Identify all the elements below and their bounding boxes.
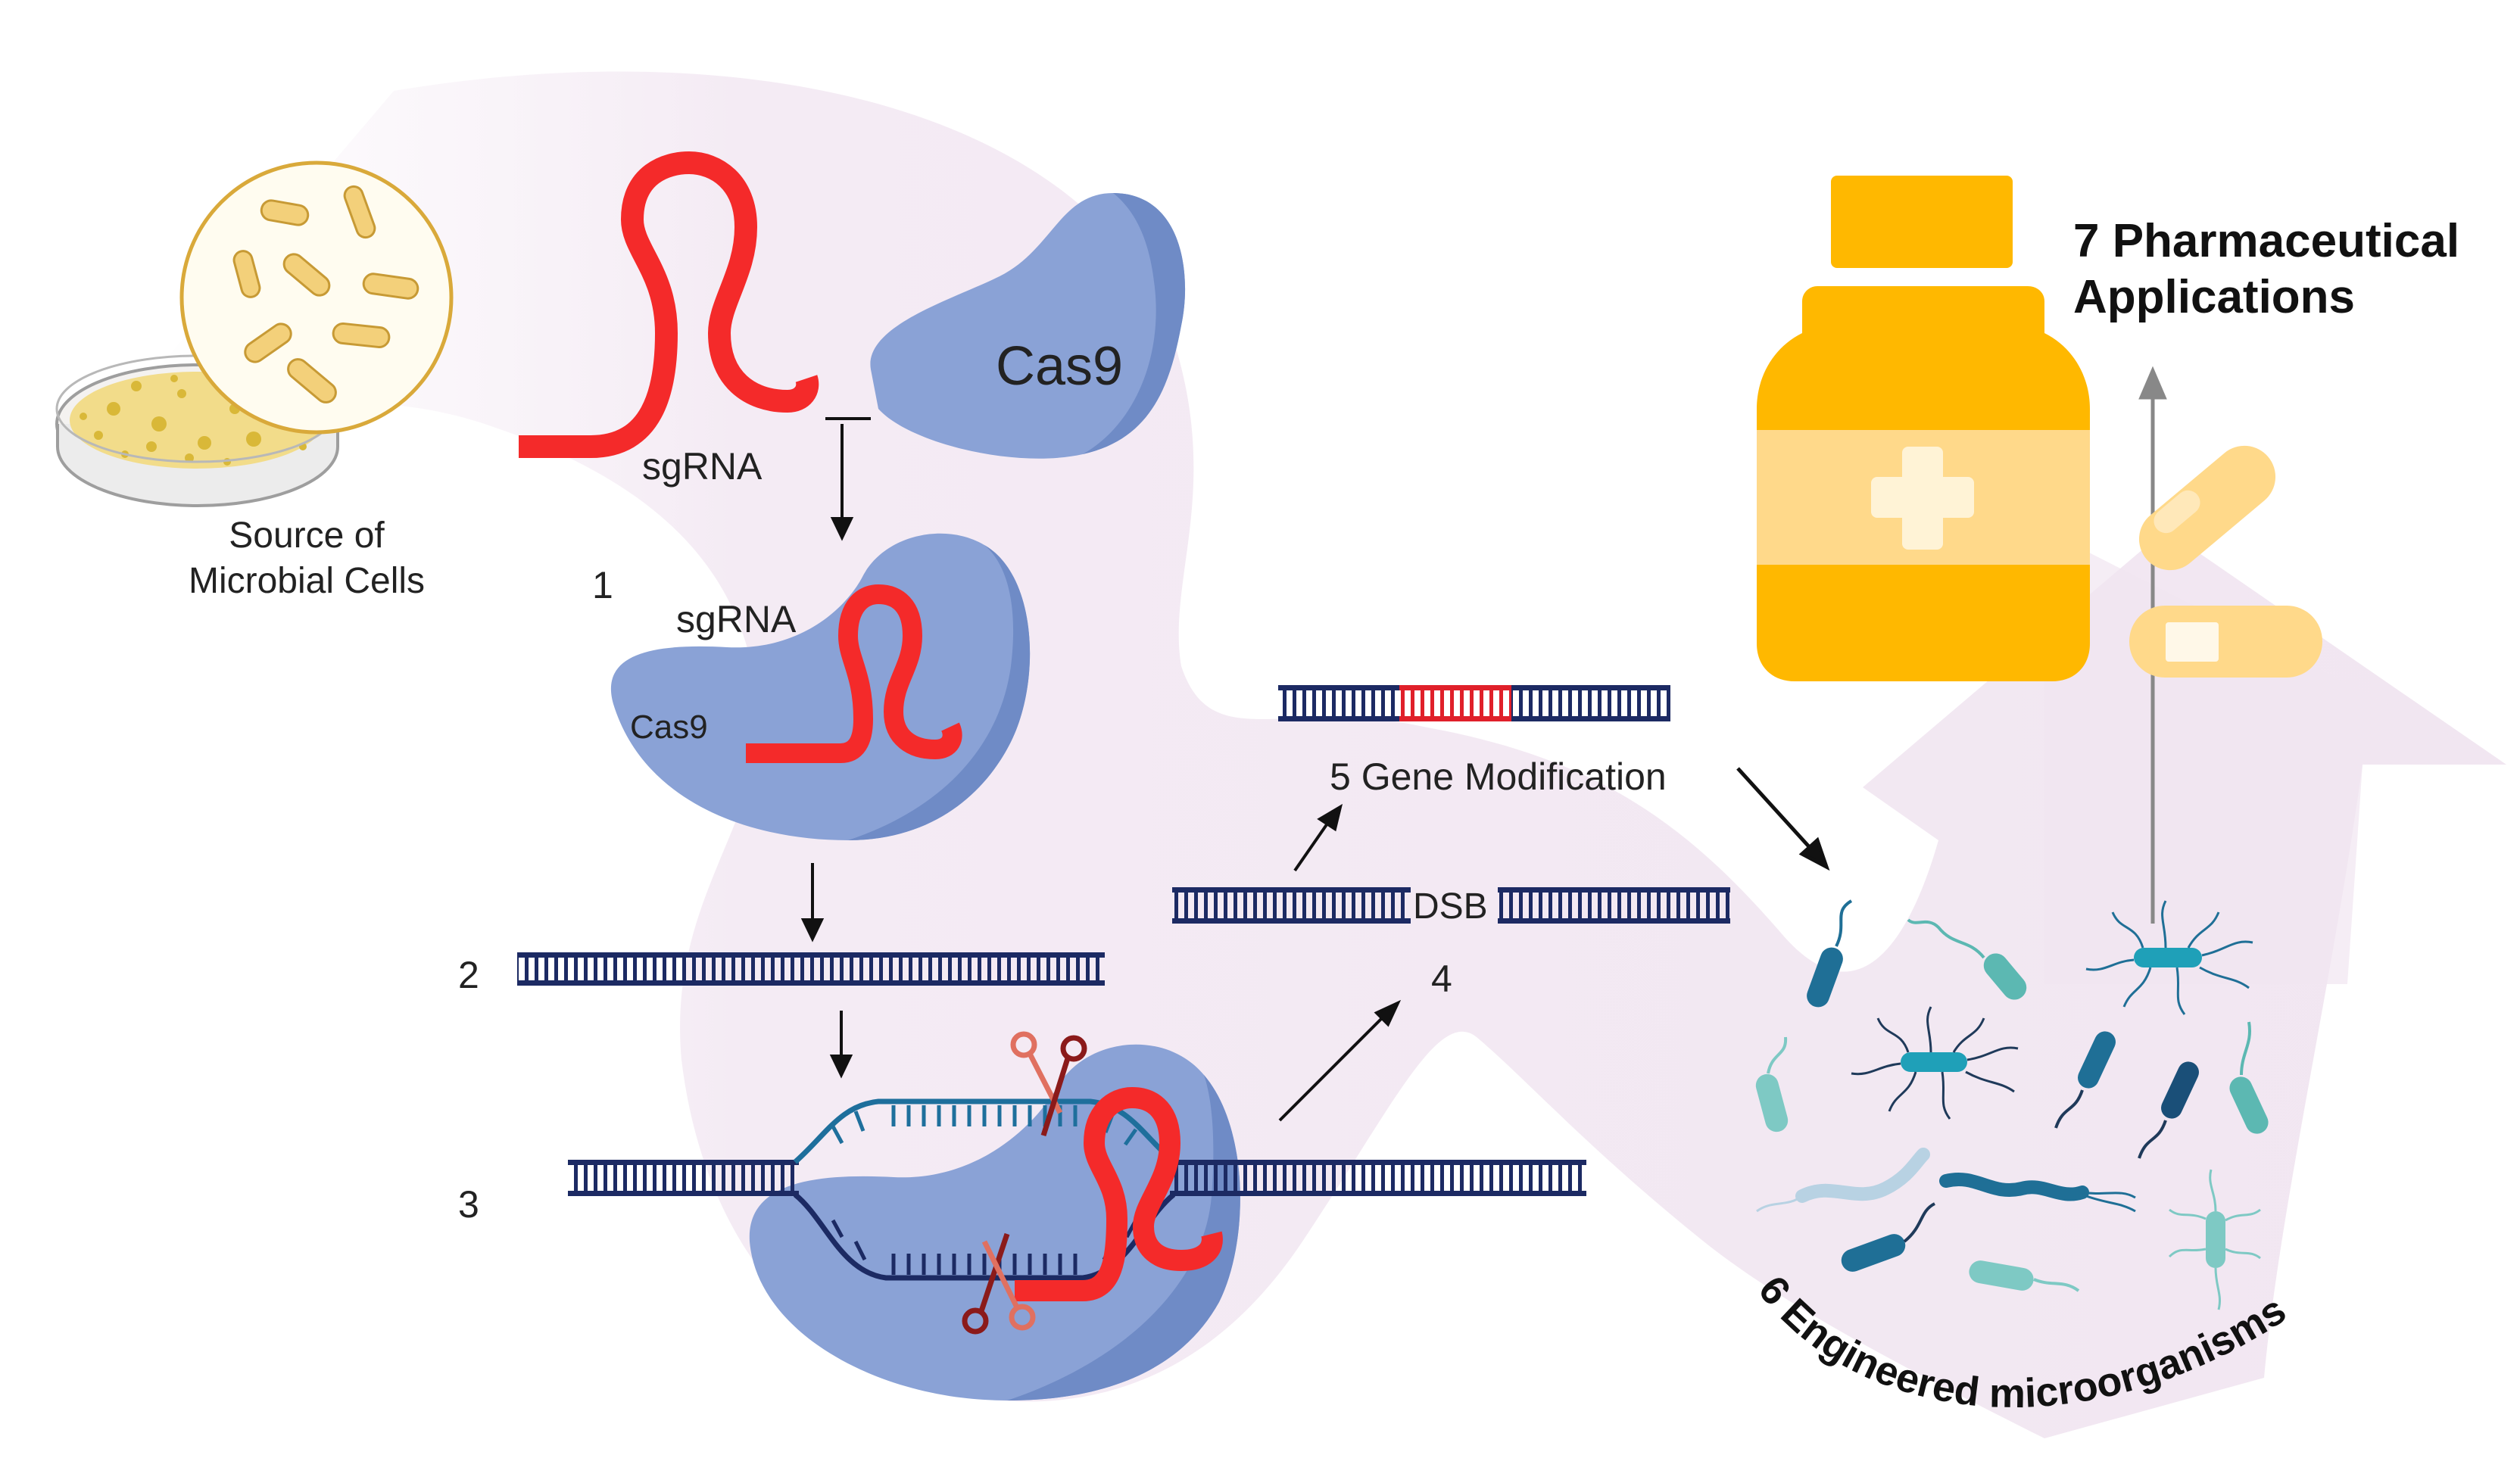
magnified-bacteria-icon xyxy=(179,160,454,435)
cas9-protein xyxy=(870,193,1186,459)
bacteria-icon xyxy=(1939,1173,2136,1213)
step2-number: 2 xyxy=(458,954,479,996)
arrow-icon xyxy=(1278,999,1402,1122)
bacteria-icon xyxy=(1755,1036,1789,1133)
cas9-bound-complex xyxy=(749,1044,1240,1400)
arrow-icon xyxy=(800,863,825,942)
microorganisms-cluster xyxy=(1755,899,2269,1310)
dna-break-right xyxy=(1498,887,1730,924)
bacteria-icon xyxy=(2054,1031,2116,1129)
gene-modification-label: 5 Gene Modification xyxy=(1330,756,1667,798)
arrow-icon xyxy=(830,424,854,541)
dna-break-left xyxy=(1172,887,1411,924)
complex-sgrna-label: sgRNA xyxy=(676,598,797,640)
bacteria-icon xyxy=(2168,1169,2261,1310)
sgrna-label: sgRNA xyxy=(642,445,763,488)
step4-number: 4 xyxy=(1431,958,1452,1000)
sgrna-bound xyxy=(1015,1087,1223,1301)
medicine-bottle-icon xyxy=(1757,176,2090,681)
bacteria-icon xyxy=(2229,1021,2269,1134)
dna-target xyxy=(517,952,1105,986)
bacteria-icon xyxy=(1907,918,2027,1000)
step1-number: 1 xyxy=(592,564,613,606)
bacteria-icon xyxy=(1841,1202,1936,1272)
bacteria-icon xyxy=(1851,1006,2019,1120)
source-label-line1: Source of xyxy=(229,516,385,556)
arrow-icon xyxy=(1736,767,1830,871)
cas9-label: Cas9 xyxy=(996,336,1123,397)
bacteria-icon xyxy=(2138,1061,2199,1159)
step3-number: 3 xyxy=(458,1183,479,1226)
arrow-icon xyxy=(829,1011,853,1079)
arrow-icon xyxy=(1293,803,1343,872)
dsb-label: DSB xyxy=(1413,886,1488,927)
pill-capsule-icon xyxy=(2138,445,2276,571)
bacteria-icon xyxy=(1807,899,1853,1008)
pharmaceutical-label-line1: 7 Pharmaceutical xyxy=(2073,215,2459,267)
cas9-sgrna-complex xyxy=(610,533,1031,840)
sgrna-strand xyxy=(519,151,819,458)
bacteria-icon xyxy=(1756,1148,1930,1213)
pill-capsule-icon xyxy=(2129,606,2322,678)
scissors-icon xyxy=(962,1232,1036,1335)
scissors-icon xyxy=(1010,1031,1087,1137)
bacteria-icon xyxy=(1969,1260,2080,1292)
source-label-line2: Microbial Cells xyxy=(189,561,425,601)
bacteria-icon xyxy=(2085,900,2253,1015)
dna-modified xyxy=(1278,685,1670,721)
complex-cas9-label: Cas9 xyxy=(630,709,708,746)
pharmaceutical-label-line2: Applications xyxy=(2073,271,2355,323)
